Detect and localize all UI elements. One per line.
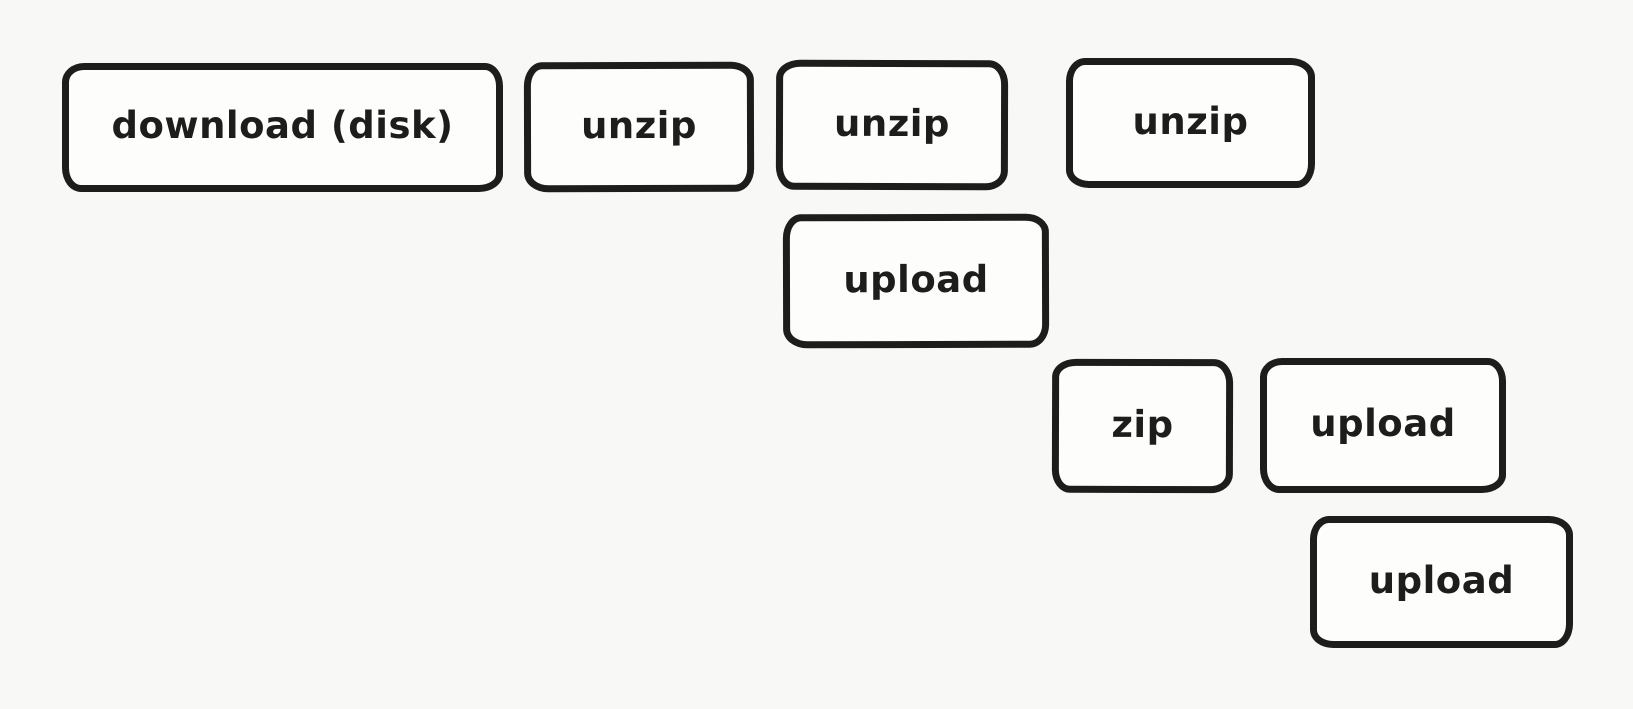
node-label: upload bbox=[1368, 558, 1515, 602]
node-label: download (disk) bbox=[111, 104, 454, 147]
node-download-disk: download (disk) bbox=[62, 63, 503, 192]
node-label: unzip bbox=[1132, 99, 1249, 143]
node-label: upload bbox=[843, 257, 989, 301]
node-unzip-2: unzip bbox=[775, 59, 1009, 191]
node-label: zip bbox=[1111, 402, 1174, 446]
node-upload-1: upload bbox=[782, 213, 1050, 349]
node-label: unzip bbox=[833, 101, 950, 145]
node-unzip-3: unzip bbox=[1066, 58, 1315, 188]
node-label: unzip bbox=[580, 103, 697, 147]
node-upload-2: upload bbox=[1260, 358, 1506, 493]
node-zip: zip bbox=[1051, 358, 1234, 494]
node-label: upload bbox=[1310, 402, 1456, 445]
node-unzip-1: unzip bbox=[523, 61, 755, 193]
node-upload-3: upload bbox=[1310, 516, 1573, 648]
